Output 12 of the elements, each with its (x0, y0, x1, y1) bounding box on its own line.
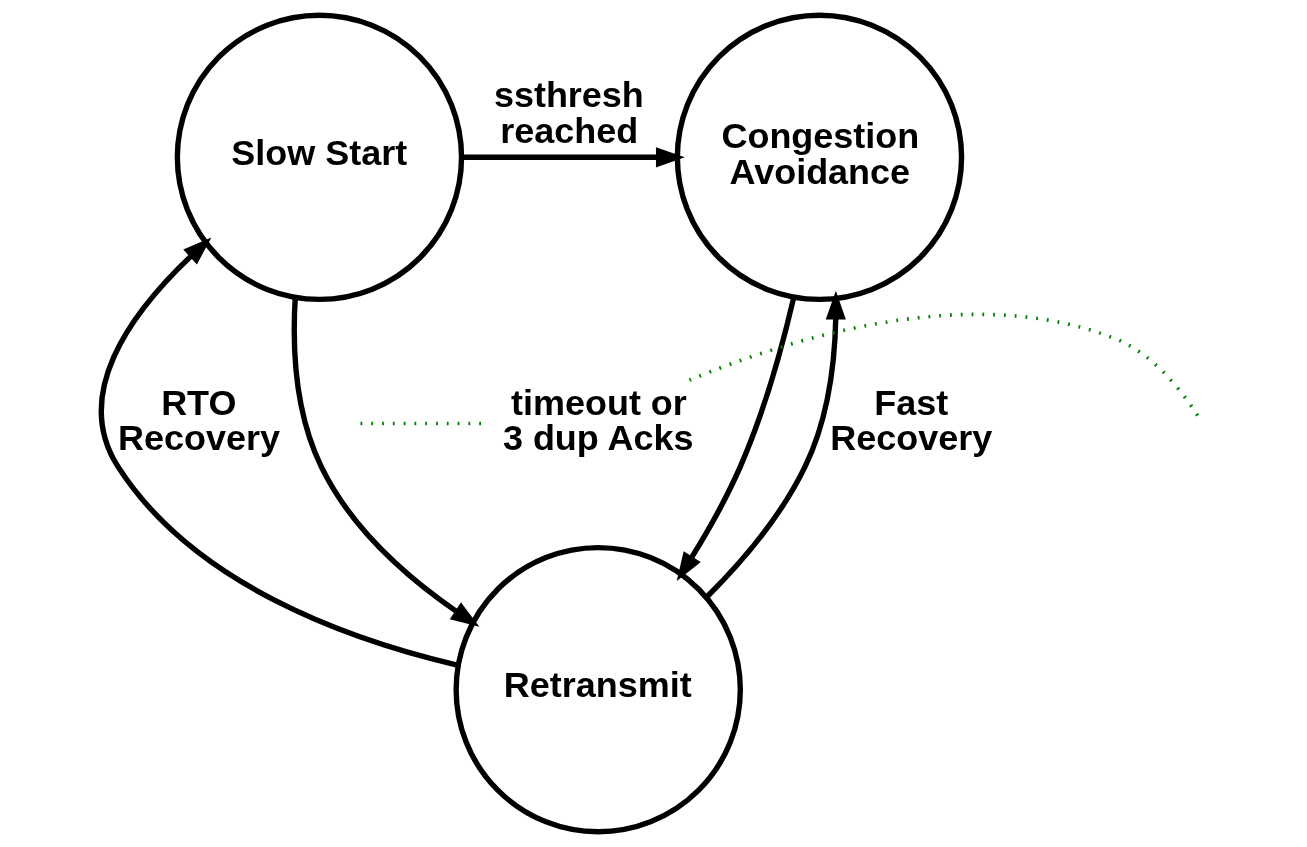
arrow (462, 147, 685, 168)
node-circle: Slow Start (174, 12, 465, 303)
arrow (291, 297, 480, 627)
arrow (676, 297, 797, 581)
edge-label: RTO Recovery (117, 381, 280, 459)
node-text: timeout or 3 dup Acks (502, 381, 694, 459)
edge-label: Fast Recovery (830, 381, 993, 459)
node-circle: Retransmit (453, 544, 744, 835)
arrow (704, 290, 846, 599)
edge-label: ssthresh reached (493, 73, 644, 151)
arrow (98, 237, 459, 668)
node-circle: Congestion Avoidance (674, 12, 965, 303)
